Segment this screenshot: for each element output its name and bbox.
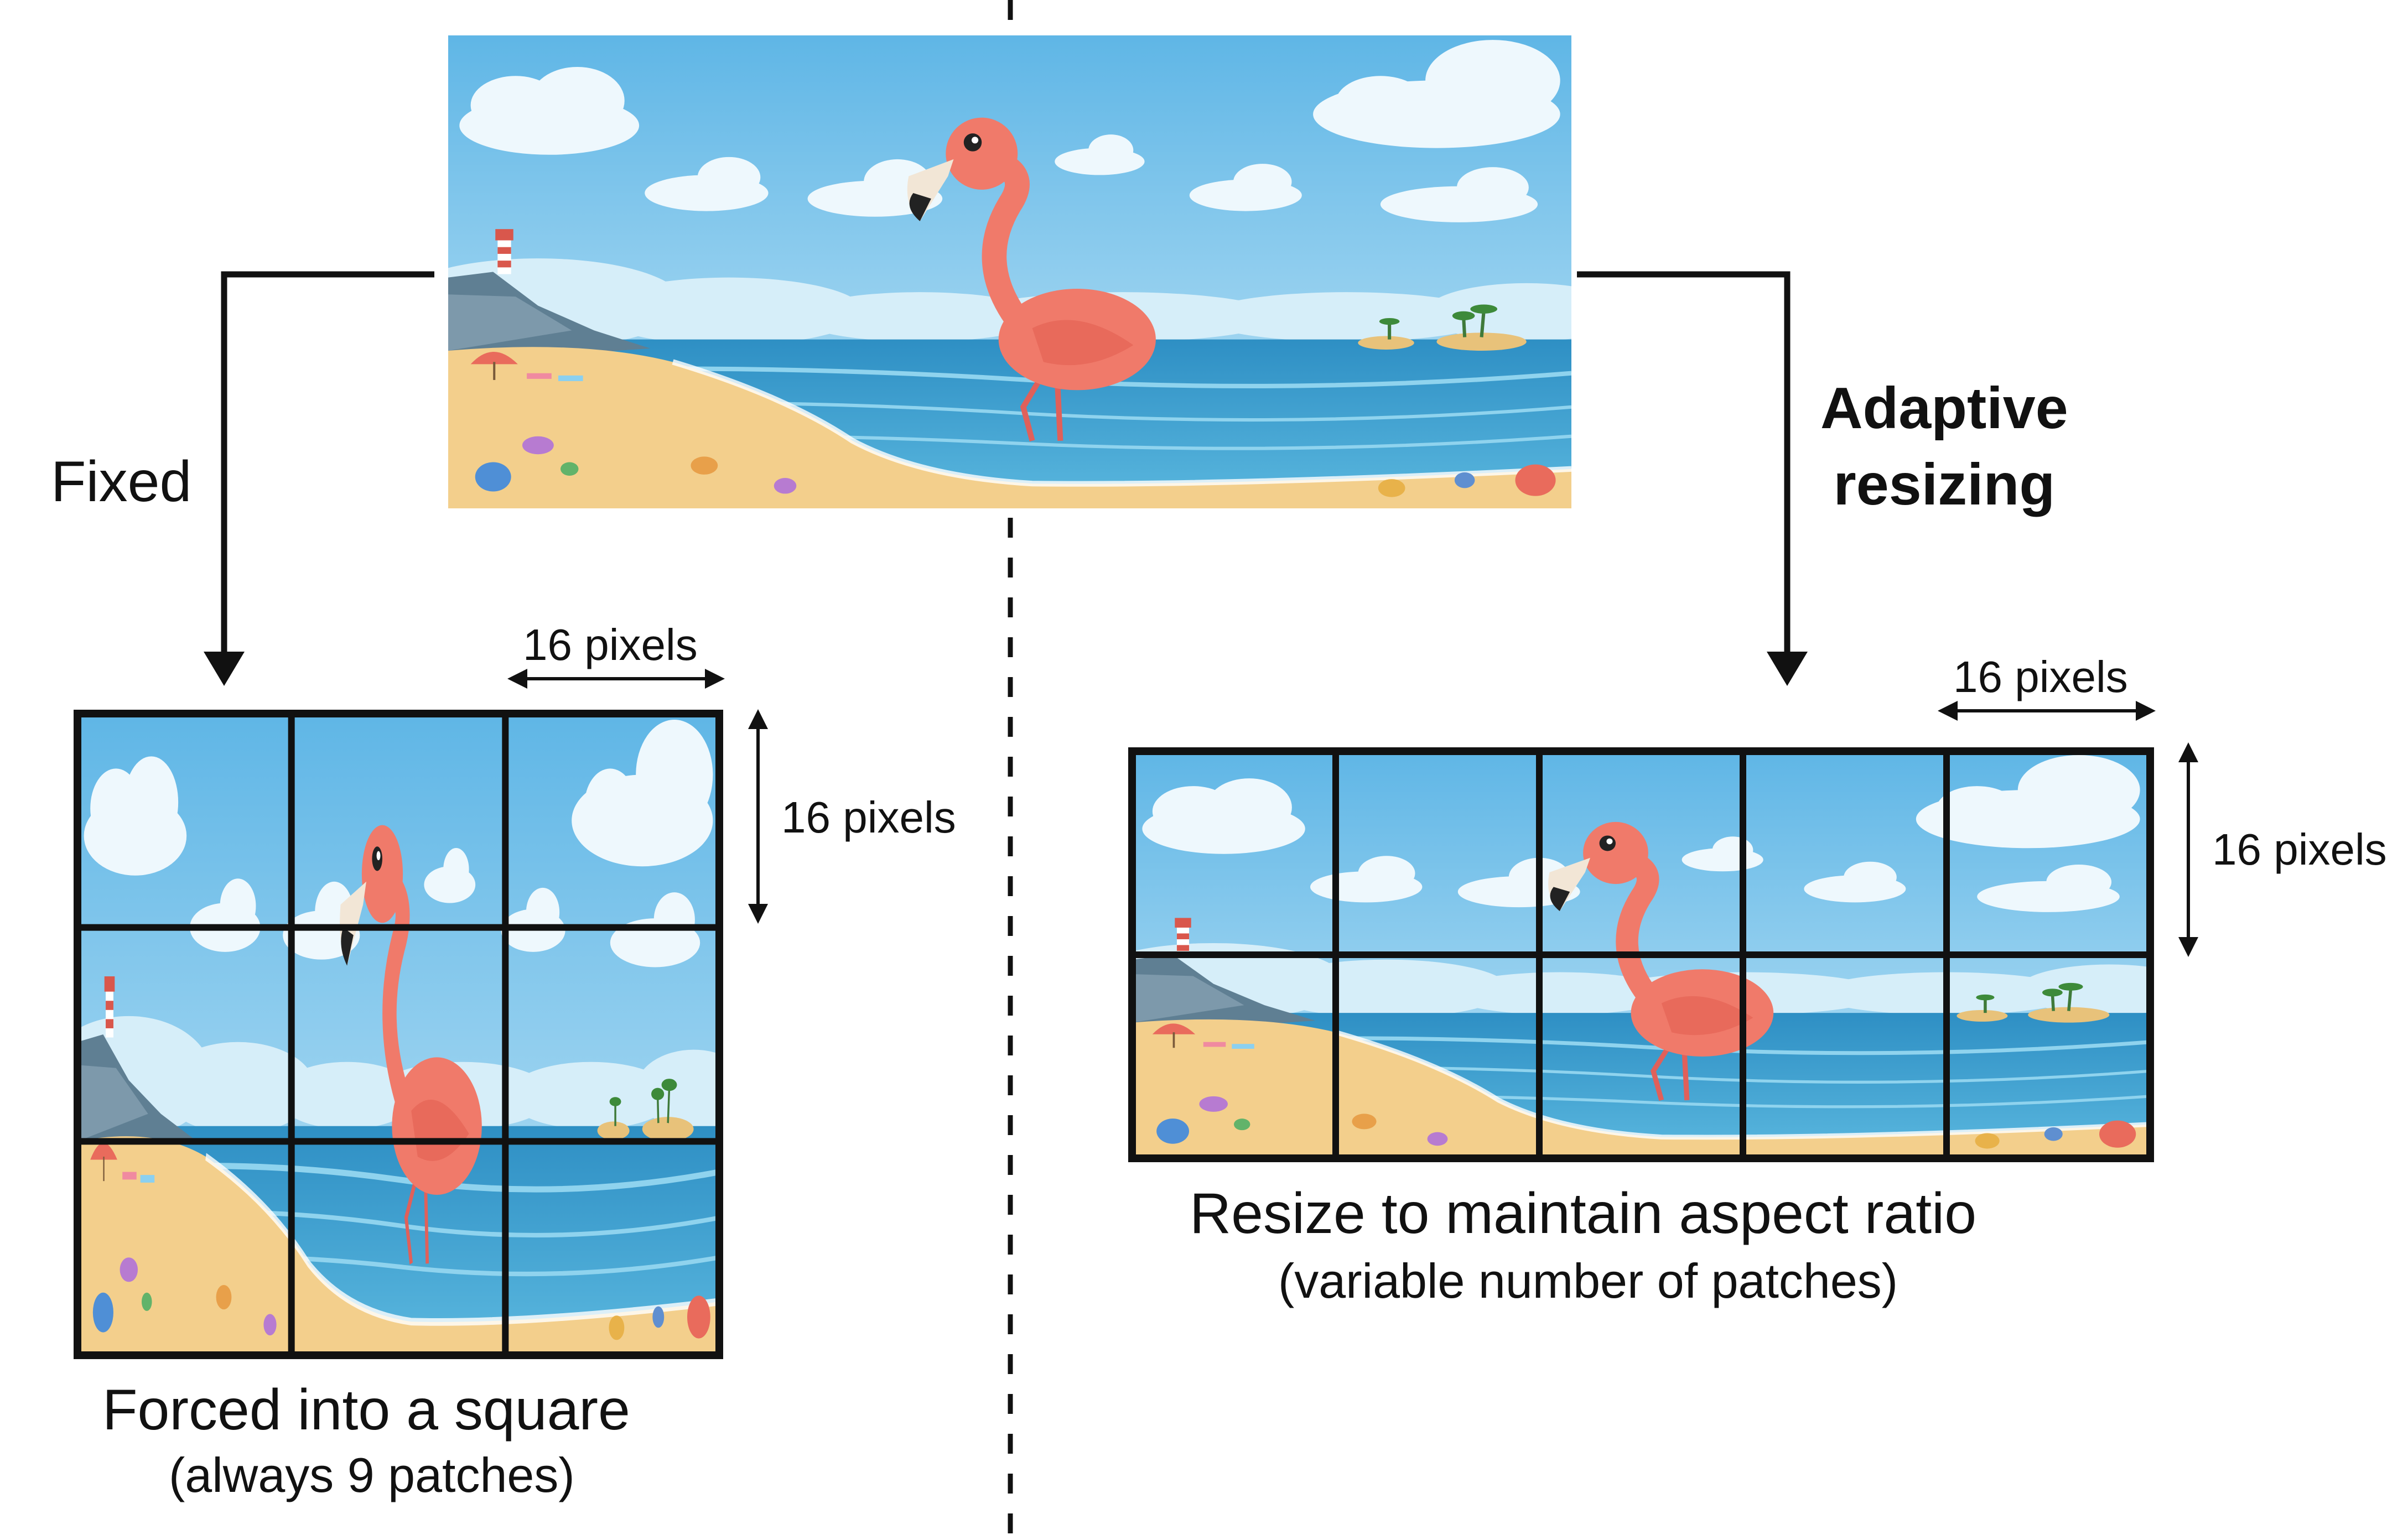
square-resized-image: [45, 714, 751, 1355]
square-patch-grid: [74, 710, 723, 1359]
adaptive-resizing-label: Adaptive resizing: [1820, 371, 2068, 523]
aspect-patch-grid: [1128, 747, 2154, 1162]
adaptive-label-line1: Adaptive: [1820, 376, 2068, 441]
aspect-caption: Resize to maintain aspect ratio: [1190, 1182, 1977, 1246]
fixed-connector-line: [221, 271, 434, 663]
right-horizontal-patch-size: 16 pixels: [1953, 652, 2128, 701]
original-beach-image: [392, 35, 1628, 508]
fixed-label: Fixed: [51, 450, 192, 514]
left-vertical-patch-size: 16 pixels: [781, 793, 956, 842]
square-subcaption: (always 9 patches): [169, 1448, 575, 1502]
left-horizontal-patch-size: 16 pixels: [523, 620, 698, 669]
fixed-arrow-head: [204, 652, 245, 686]
adaptive-arrow-head: [1767, 652, 1808, 686]
square-caption: Forced into a square: [102, 1378, 630, 1442]
adaptive-connector-line: [1577, 271, 1791, 663]
right-vertical-patch-size: 16 pixels: [2212, 825, 2387, 874]
square-grid-border: [74, 710, 723, 1359]
aspect-subcaption: (variable number of patches): [1278, 1253, 1898, 1308]
adaptive-label-line2: resizing: [1833, 451, 2056, 517]
